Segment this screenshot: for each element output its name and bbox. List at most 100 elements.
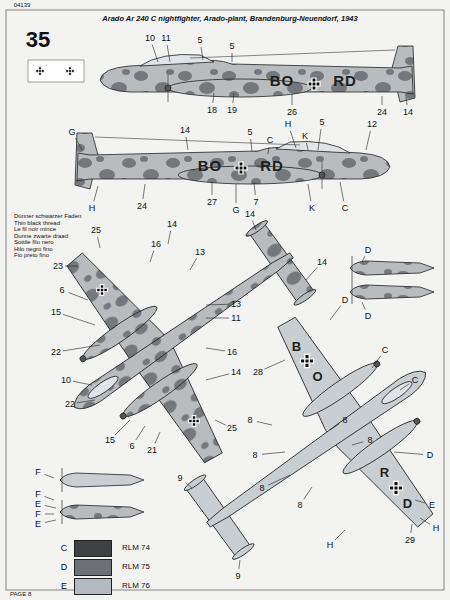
note-text: Le fil noir mince [14,226,56,232]
callout-number: 8 [259,484,264,493]
callout-number: E [35,520,41,529]
callout-number: 9 [177,474,182,483]
callout-number: 16 [151,240,161,249]
leader-line [69,293,88,300]
decal-letter: RD [333,73,357,88]
callout-number: D [427,451,434,460]
callout-number: 22 [51,348,61,357]
callout-number: 11 [161,34,170,43]
note-text: Thin black thread [14,220,60,226]
leader-line [340,182,344,201]
leader-line [77,400,95,403]
callout-number: 14 [180,126,190,135]
decal-letter: O [312,370,323,383]
leader-line [394,452,423,454]
leader-line [335,530,345,540]
callout-number: 13 [195,248,205,257]
leader-line [186,137,188,150]
leader-line [206,374,229,380]
color-swatch [74,578,112,595]
leader-line [257,422,272,425]
leader-line [155,432,160,444]
leader-line [352,442,363,445]
callout-number: 24 [377,108,387,117]
leader-line [290,131,296,148]
leader-line [308,184,311,201]
callout-number: F [35,510,41,519]
callout-number: 14 [167,220,177,229]
callout-number: 25 [227,424,237,433]
leader-line [152,45,158,62]
callout-number: 5 [247,128,252,137]
callout-number: 15 [105,436,115,445]
leader-line [190,258,197,270]
leader-line [362,302,365,310]
callout-number: E [35,500,41,509]
color-swatch [74,559,112,576]
leader-line [306,143,308,150]
callout-number: C [267,136,274,145]
callout-number: 25 [91,226,101,235]
leader-line [318,129,321,150]
callout-number: 8 [367,436,372,445]
leader-line [94,186,98,201]
leader-line [415,500,425,503]
callout-number: 8 [247,416,252,425]
callout-number: 22 [65,400,75,409]
leader-line [65,266,78,267]
callout-number: 7 [253,198,258,207]
leader-line [366,131,370,150]
decal-letter: B [292,340,302,353]
leader-line [239,560,240,569]
note-text: RLM 75 [122,563,150,571]
leader-line [115,420,130,435]
leader-line [406,97,407,105]
callout-number: 8 [342,416,347,425]
callout-number: C [382,346,389,355]
leader-line [185,482,192,488]
leader-line [63,345,100,351]
leader-line [236,184,237,203]
decal-letter: D [403,497,413,510]
callout-number: H [89,204,96,213]
callout-number: D [342,296,349,305]
leader-line [268,475,290,485]
leader-line [201,47,203,60]
note-text: Sottile filo nero [14,239,54,245]
leader-line [206,318,229,319]
decal-letter: BO [270,73,295,88]
callout-number: 10 [61,376,71,385]
callout-number: 27 [207,198,217,207]
leader-line [136,426,145,440]
callout-number: C [412,376,419,385]
leader-line [268,147,269,154]
callout-number: H [327,541,334,550]
kit-number: 04139 [14,2,31,8]
leader-line [73,381,92,385]
leader-line [45,520,56,522]
leader-line [233,93,234,103]
callout-number: G [232,206,239,215]
note-text: RLM 76 [122,582,150,590]
leader-line [63,314,95,325]
callout-number: 8 [252,451,257,460]
note-text: Dünner schwarzer Faden [14,213,81,219]
leader-line [143,184,145,199]
leader-line [262,452,285,454]
callout-number: 6 [59,286,64,295]
leader-line [212,182,213,195]
callout-number: D [365,246,372,255]
callout-number: 18 [207,106,217,115]
leader-line [206,304,229,306]
callout-number: E [61,582,67,591]
callout-number: K [302,132,308,141]
leader-line [215,420,226,425]
leader-line [150,251,154,262]
leader-line [252,221,256,230]
callout-number: 24 [137,202,147,211]
note-text: Fio preto fino [14,252,49,258]
color-swatch [74,540,112,557]
leader-line [206,348,225,351]
